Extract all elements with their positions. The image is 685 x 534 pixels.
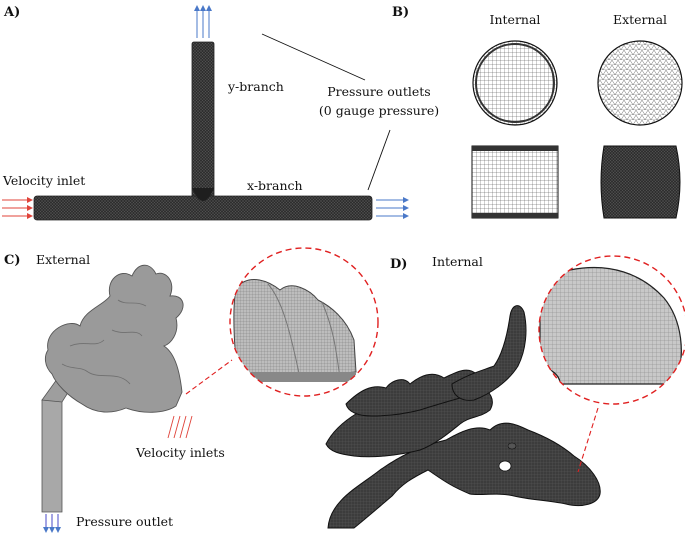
panel-a-letter: A): [3, 5, 20, 20]
panel-c-title: External: [36, 252, 90, 267]
zoom-leader-c: [185, 359, 233, 395]
sinus-outlet-arrows: [43, 514, 61, 533]
x-branch-label: x-branch: [247, 178, 303, 193]
leader-line-top: [261, 33, 366, 81]
panel-c-letter: C): [4, 253, 21, 268]
leader-line-bottom: [367, 129, 391, 191]
column-internal-label: Internal: [490, 12, 541, 27]
y-branch-outlet-arrows: [194, 5, 212, 38]
external-longitudinal-mesh: [600, 145, 681, 219]
external-cross-section-mesh: [597, 40, 683, 126]
zoom-inset-c: [229, 247, 379, 397]
column-external-label: External: [613, 12, 667, 27]
pressure-outlet-label: Pressure outlet: [76, 514, 173, 529]
internal-cross-section-mesh: [472, 40, 558, 126]
panel-d-title: Internal: [432, 254, 483, 269]
velocity-inlet-arrows: [2, 197, 33, 219]
t-junction-mesh: [33, 41, 373, 221]
velocity-inlets-label: Velocity inlets: [135, 445, 225, 460]
velocity-inlet-label: Velocity inlet: [2, 173, 85, 188]
y-branch-label: y-branch: [227, 79, 284, 94]
zoom-inset-d: [538, 255, 685, 405]
zoom-leader-d: [577, 407, 599, 473]
panel-b-letter: B): [392, 5, 409, 20]
pressure-outlets-label: Pressure outlets: [327, 84, 430, 99]
panel-d-letter: D): [390, 257, 407, 272]
gauge-pressure-label: (0 gauge pressure): [319, 103, 439, 118]
internal-longitudinal-mesh: [471, 145, 559, 219]
sinus-internal-mesh: [325, 305, 601, 529]
sinus-inlet-arrows: [167, 415, 193, 439]
x-branch-outlet-arrows: [376, 197, 409, 219]
sinus-external-surface: [41, 264, 184, 513]
